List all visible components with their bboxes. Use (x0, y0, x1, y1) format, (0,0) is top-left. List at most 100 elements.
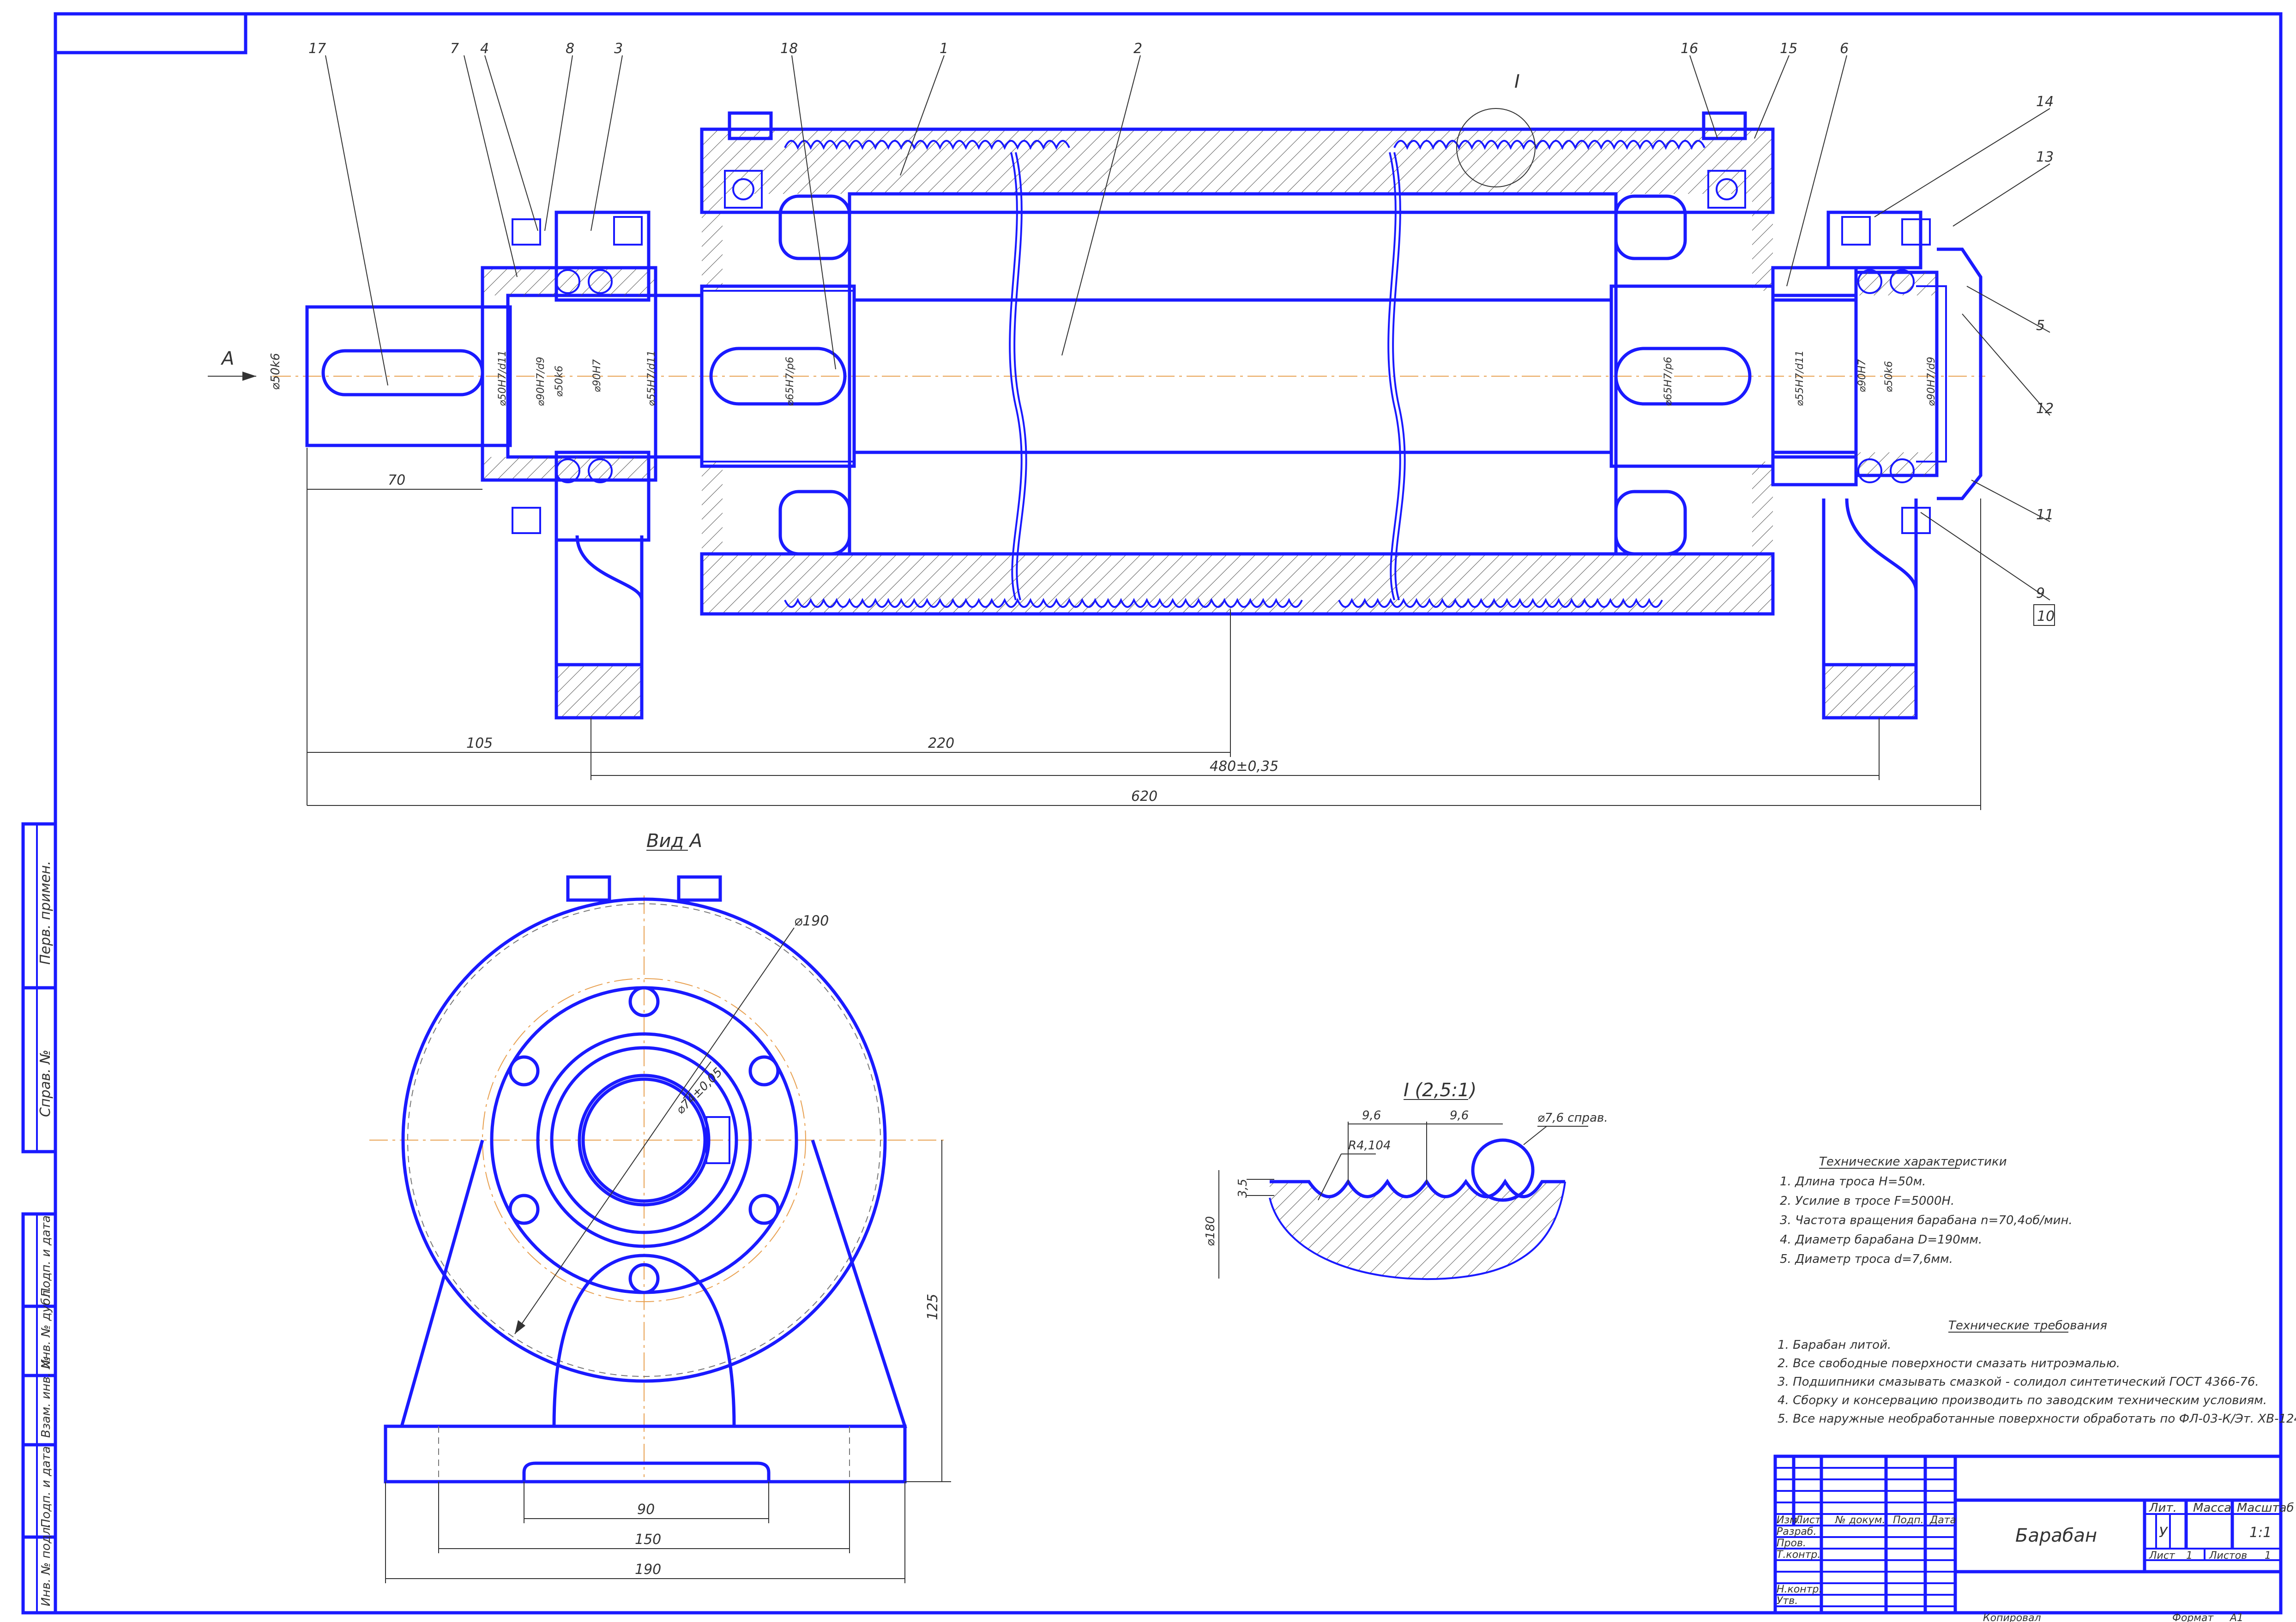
detail-rope: ⌀7,6 справ. (1537, 1111, 1608, 1125)
dim-len-70: 70 (388, 472, 405, 488)
tech-char-1: 1. Длина троса H=50м. (1780, 1175, 1926, 1189)
detail-i: I (2,5:1) 9,6 9,6 R4,104 ⌀7,6 справ. 3,5… (1204, 1080, 1608, 1280)
dim-fit-4: ⌀90H7 (591, 359, 603, 392)
dim-view-w-150: 150 (635, 1532, 661, 1548)
dim-len-480: 480±0,35 (1210, 758, 1278, 775)
sheet-frame (54, 12, 2283, 1615)
pos-1: 1 (940, 41, 948, 57)
dim-view-dia-190: ⌀190 (794, 913, 829, 929)
dim-view-w-190: 190 (635, 1562, 661, 1578)
rope-grooves-bottom (784, 598, 1663, 608)
view-a-marker: A (220, 348, 234, 369)
tech-req-title: Технические требования (1948, 1319, 2107, 1333)
tb-sheets-value: 1 (2265, 1550, 2271, 1562)
tb-copied: Копировал (1983, 1612, 2041, 1622)
tb-format-value: A1 (2229, 1612, 2243, 1622)
view-a-title: Вид А (646, 830, 702, 852)
pos-8: 8 (566, 41, 574, 57)
tech-req-3: 3. Подшипники смазывать смазкой - солидо… (1778, 1375, 2259, 1389)
pos-6: 6 (1840, 41, 1849, 57)
detail-radius: R4,104 (1348, 1139, 1391, 1153)
dim-fit-8: ⌀55H7/d11 (1794, 350, 1806, 406)
pos-15: 15 (1780, 41, 1797, 57)
tb-row-utv: Утв. (1777, 1595, 1798, 1607)
tb-row-nkontr: Н.контр. (1777, 1584, 1822, 1595)
dim-fit-7: ⌀65H7/p6 (1663, 357, 1674, 406)
tech-char-2: 2. Усилие в тросе F=5000Н. (1780, 1194, 1954, 1208)
tech-req-5: 5. Все наружные необработанные поверхнос… (1778, 1412, 2296, 1426)
dim-fit-10: ⌀50k6 (1883, 361, 1895, 392)
tech-char-5: 5. Диаметр троса d=7,6мм. (1780, 1252, 1953, 1266)
dim-fit-6: ⌀65H7/p6 (784, 357, 796, 406)
tb-row-tkontr: Т.контр. (1777, 1549, 1820, 1561)
tb-col-izm: Изм. (1777, 1514, 1801, 1526)
dim-view-height: 125 (925, 1294, 941, 1320)
dim-shaft-dia: ⌀50k6 (269, 353, 283, 390)
title-block: Изм. Лист № докум. Подп. Дата Разраб. Пр… (1773, 1454, 2294, 1622)
tb-lit-value: У (2159, 1525, 2168, 1541)
dim-fit-5: ⌀55H7/d11 (646, 350, 657, 406)
tech-req-2: 2. Все свободные поверхности смазать нит… (1778, 1357, 2120, 1370)
detail-pitch-2: 9,6 (1450, 1109, 1469, 1123)
pos-5: 5 (2036, 318, 2045, 334)
side-stamp-label-7: Инв. № подл. (39, 1524, 53, 1606)
tb-lit: Лит. (2149, 1501, 2177, 1515)
side-stamp-label-5: Взам. инв. № (39, 1356, 53, 1438)
tb-col-sign: Подп. (1893, 1514, 1924, 1526)
side-stamp-label-6: Подп. и дата (39, 1446, 53, 1528)
pos-10: 10 (2037, 608, 2055, 625)
pos-18: 18 (780, 41, 798, 57)
pos-11: 11 (2036, 507, 2054, 523)
position-callouts: 17 7 4 8 3 18 1 2 I 16 15 6 14 13 5 12 1… (308, 41, 2055, 626)
tb-sheet-value: 1 (2186, 1550, 2193, 1562)
side-stamp-label-4: Инв. № дубл. (39, 1286, 53, 1369)
side-stamp-label-3: Подп. и дата (39, 1215, 53, 1297)
tb-col-list: Лист (1795, 1514, 1821, 1526)
dim-view-w-90: 90 (637, 1502, 655, 1518)
tb-col-doc: № докум. (1835, 1514, 1885, 1526)
pos-2: 2 (1133, 41, 1142, 57)
tb-scale: Масштаб (2237, 1501, 2294, 1515)
pos-4: 4 (480, 41, 489, 57)
detail-marker-section: I (1514, 71, 1520, 92)
tb-row-razrab: Разраб. (1777, 1526, 1816, 1538)
side-stamp: Перв. примен. Справ. № Подп. и дата Инв.… (21, 822, 57, 1615)
dim-len-105: 105 (466, 735, 493, 751)
pos-7: 7 (450, 41, 459, 57)
tech-char-title: Технические характеристики (1819, 1155, 2007, 1169)
detail-title: I (2,5:1) (1404, 1080, 1476, 1101)
pos-14: 14 (2036, 94, 2054, 110)
pos-12: 12 (2036, 401, 2054, 417)
tech-requirements: Технические требования 1. Барабан литой.… (1778, 1319, 2296, 1426)
dim-fit-2: ⌀90H7/d9 (535, 357, 547, 406)
tb-row-prov: Пров. (1777, 1538, 1806, 1549)
rope-grooves-top (784, 140, 1705, 150)
dim-fit-11: ⌀90H7/d9 (1926, 357, 1937, 406)
dim-fit-1: ⌀50H7/d11 (497, 350, 508, 406)
pos-9: 9 (2036, 585, 2045, 601)
side-stamp-label-1: Перв. примен. (37, 861, 54, 965)
dim-fit-3: ⌀50k6 (554, 366, 565, 397)
tb-scale-value: 1:1 (2249, 1525, 2272, 1541)
tb-col-date: Дата (1929, 1514, 1956, 1526)
tb-mass: Масса (2193, 1501, 2231, 1515)
pos-3: 3 (614, 41, 623, 57)
view-a: Вид А ⌀190 ⌀74±0,05 (369, 830, 951, 1583)
tech-req-1: 1. Барабан литой. (1778, 1338, 1891, 1352)
tech-req-4: 4. Сборку и консервацию производить по з… (1778, 1394, 2267, 1407)
tech-characteristics: Технические характеристики 1. Длина трос… (1780, 1155, 2073, 1266)
tech-char-3: 3. Частота вращения барабана n=70,4об/ми… (1780, 1213, 2073, 1227)
tech-char-4: 4. Диаметр барабана D=190мм. (1780, 1233, 1982, 1247)
dim-len-220: 220 (928, 735, 954, 751)
side-stamp-label-2: Справ. № (37, 1050, 54, 1117)
tb-drawing-name: Барабан (2015, 1525, 2097, 1546)
dim-fit-9: ⌀90H7 (1856, 359, 1868, 392)
detail-dia: ⌀180 (1204, 1216, 1217, 1246)
tb-sheets: Листов (2209, 1550, 2247, 1562)
section-view: A ⌀50k6 ⌀50H7/d11 ⌀90H7/d9 ⌀50k6 ⌀90H7 ⌀… (208, 108, 1985, 810)
detail-depth: 3,5 (1236, 1179, 1250, 1198)
pos-17: 17 (308, 41, 326, 57)
tb-format: Формат (2172, 1612, 2214, 1622)
tb-sheet: Лист (2149, 1550, 2175, 1562)
